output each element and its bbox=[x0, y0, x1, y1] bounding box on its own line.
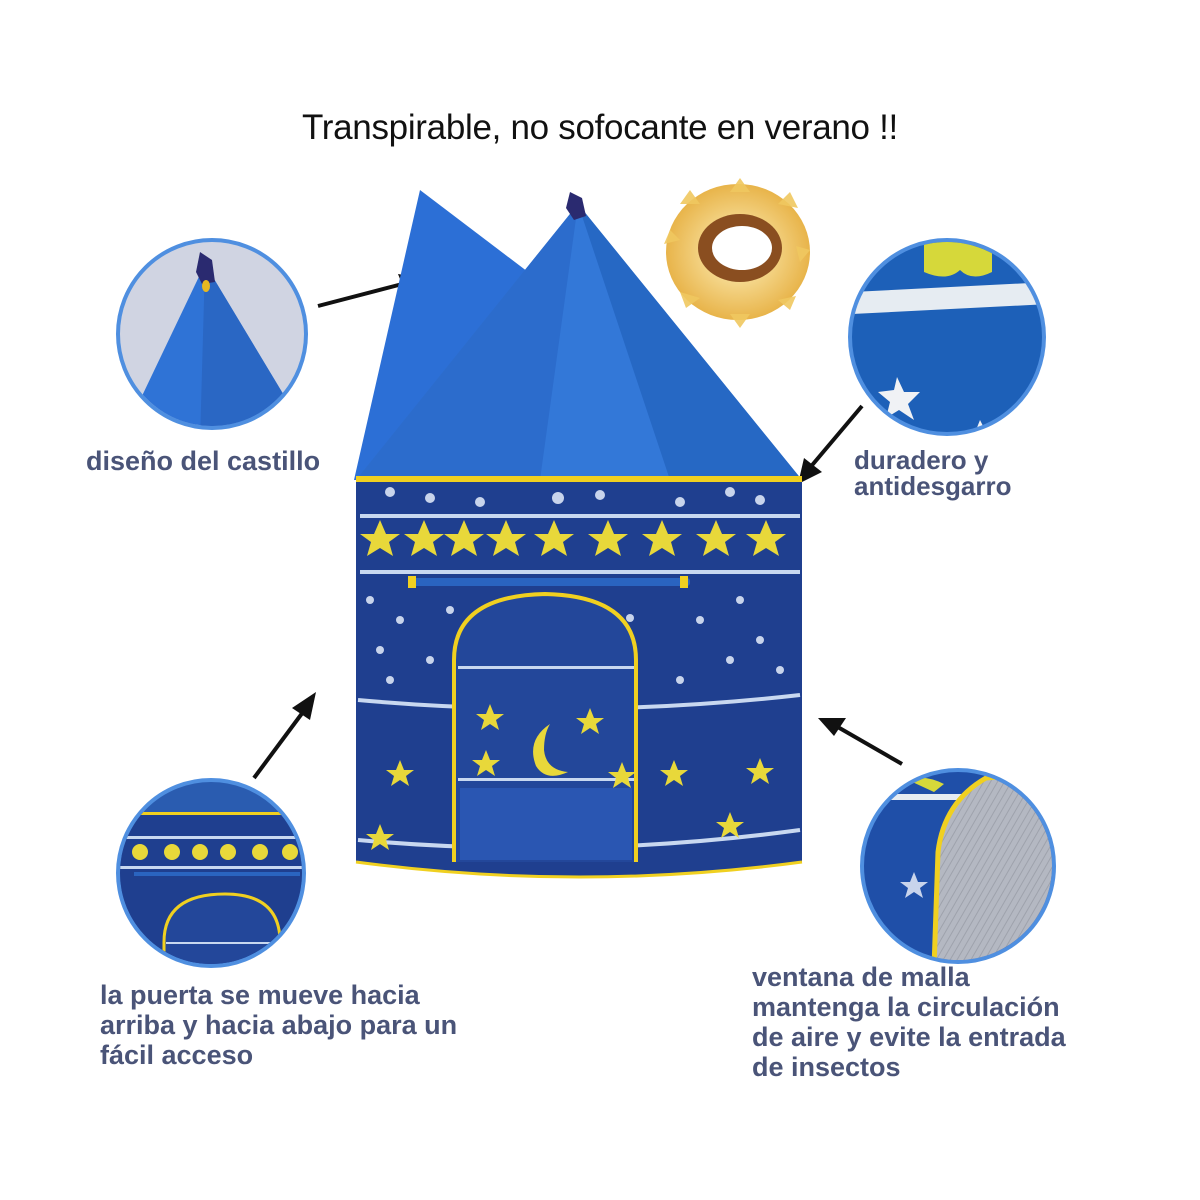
fabric-closeup-illustration bbox=[852, 242, 1042, 432]
play-tent-castle bbox=[354, 190, 803, 879]
caption-durable: duradero y antidesgarro bbox=[854, 447, 1012, 499]
detail-circle-fabric bbox=[848, 238, 1046, 436]
detail-circle-tent-top bbox=[116, 238, 308, 430]
tent-peak-illustration bbox=[127, 252, 303, 426]
caption-mesh-line2: mantenga la circulación bbox=[752, 992, 1060, 1022]
caption-castle-design: diseño del castillo bbox=[86, 446, 321, 476]
caption-mesh-line4: de insectos bbox=[752, 1052, 901, 1082]
detail-circle-mesh-window bbox=[860, 768, 1056, 964]
caption-mesh-line3: de aire y evite la entrada bbox=[752, 1022, 1066, 1052]
star-light-string-icon bbox=[664, 178, 810, 328]
arrow-icon bbox=[818, 718, 903, 766]
star-icon bbox=[966, 420, 998, 432]
detail-circle-door bbox=[116, 778, 306, 968]
caption-mesh-window: ventana de malla mantenga la circulación… bbox=[752, 962, 1066, 1082]
caption-durable-line1: duradero y bbox=[854, 445, 989, 475]
caption-door: la puerta se mueve hacia arriba y hacia … bbox=[100, 980, 457, 1070]
star-icon bbox=[878, 377, 920, 420]
tent-peak-cap bbox=[566, 192, 586, 220]
mesh-window-illustration bbox=[864, 772, 1052, 960]
arrow-icon bbox=[252, 692, 316, 780]
caption-durable-line2: antidesgarro bbox=[854, 471, 1012, 501]
moon-icon bbox=[533, 724, 568, 776]
arrow-icon bbox=[798, 404, 864, 484]
caption-door-line3: fácil acceso bbox=[100, 1040, 254, 1070]
caption-door-line1: la puerta se mueve hacia bbox=[100, 980, 420, 1010]
caption-door-line2: arriba y hacia abajo para un bbox=[100, 1010, 458, 1040]
headline: Transpirable, no sofocante en verano !! bbox=[302, 108, 898, 147]
star-icon bbox=[900, 872, 928, 898]
caption-mesh-line1: ventana de malla bbox=[752, 962, 970, 992]
door-closeup-illustration bbox=[120, 812, 302, 964]
